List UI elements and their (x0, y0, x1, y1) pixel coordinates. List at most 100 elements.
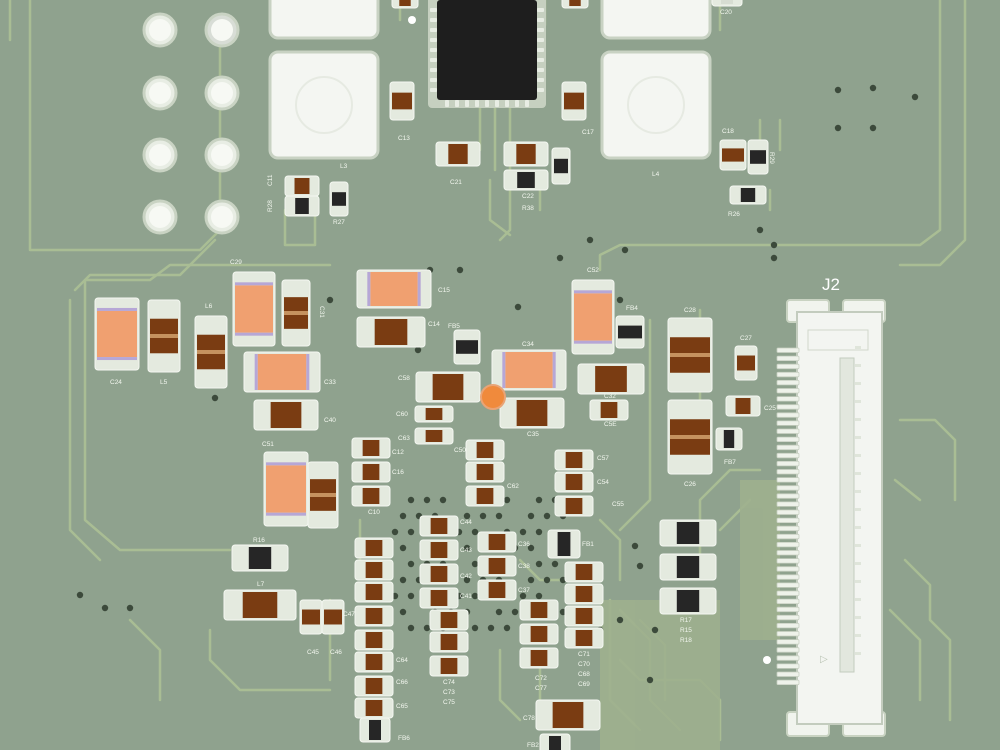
smd-component (415, 371, 481, 403)
smd-component (284, 195, 320, 217)
via (616, 296, 624, 304)
silkscreen-ref-l5: L5 (160, 379, 168, 386)
smd-component (419, 515, 459, 537)
via (551, 560, 559, 568)
silkscreen-ref-fb5: FB5 (448, 323, 460, 330)
silkscreen-ref-c65: C65 (396, 703, 408, 710)
via (527, 544, 535, 552)
silkscreen-ref-c73: C73 (443, 689, 455, 696)
smd-component (477, 579, 517, 601)
qfn-ic (408, 0, 546, 108)
via (479, 512, 487, 520)
smd-component (354, 629, 394, 651)
silkscreen-ref-r16: R16 (253, 537, 265, 544)
via (456, 266, 464, 274)
silkscreen-ref-c28: C28 (684, 307, 696, 314)
silkscreen-ref-l7: L7 (257, 581, 265, 588)
pin1-dot (408, 16, 416, 24)
silkscreen-ref-r17: R17 (680, 617, 692, 624)
silkscreen-ref-c51: C51 (262, 441, 274, 448)
silkscreen-ref-r29: R29 (768, 152, 775, 164)
silkscreen-ref-c24: C24 (110, 379, 122, 386)
via (391, 528, 399, 536)
inductor-l4 (600, 50, 712, 160)
silkscreen-ref-c5e: C5E (604, 421, 617, 428)
smd-component (659, 553, 717, 581)
via (834, 124, 842, 132)
smd-component (491, 349, 567, 391)
smd-component (429, 609, 469, 631)
smd-component (354, 651, 394, 673)
silkscreen-ref-c68: C68 (578, 671, 590, 678)
via (471, 528, 479, 536)
smd-component (354, 559, 394, 581)
smd-component (711, 0, 743, 7)
silkscreen-ref-c72: C72 (535, 675, 547, 682)
silkscreen-ref-r18: R18 (680, 637, 692, 644)
silkscreen-ref-fb2: FB2 (527, 742, 539, 749)
via (407, 624, 415, 632)
smd-component (419, 587, 459, 609)
smd-component (465, 461, 505, 483)
via (556, 254, 564, 262)
via (471, 592, 479, 600)
silkscreen-ref-l6: L6 (205, 303, 213, 310)
smd-component (354, 605, 394, 627)
silkscreen-ref-c54: C54 (597, 479, 609, 486)
smd-component (389, 81, 415, 121)
smd-component (356, 316, 426, 348)
smd-component (194, 315, 228, 389)
smd-component (564, 605, 604, 627)
via (911, 93, 919, 101)
silkscreen-ref-c26: C26 (684, 481, 696, 488)
smd-component (659, 519, 717, 547)
smd-component (551, 147, 571, 185)
silkscreen-ref-r38: R38 (522, 205, 534, 212)
smd-component (477, 555, 517, 577)
silkscreen-ref-c77: C77 (535, 685, 547, 692)
silkscreen-ref-c21: C21 (450, 179, 462, 186)
via (423, 496, 431, 504)
smd-component (351, 485, 391, 507)
silkscreen-ref-fb6: FB6 (398, 735, 410, 742)
via (76, 591, 84, 599)
via (621, 246, 629, 254)
silkscreen-ref-l4: L4 (652, 171, 660, 178)
smd-component (535, 699, 601, 731)
svg-text:▷: ▷ (820, 654, 828, 665)
smd-component (577, 363, 645, 395)
silkscreen-ref-c66: C66 (396, 679, 408, 686)
silkscreen-ref-c11: C11 (267, 174, 274, 186)
smd-component (307, 461, 339, 529)
via (869, 84, 877, 92)
via (399, 608, 407, 616)
silkscreen-ref-c13: C13 (398, 135, 410, 142)
smd-component (503, 169, 549, 191)
via (535, 496, 543, 504)
via (407, 496, 415, 504)
silkscreen-ref-c12: C12 (392, 449, 404, 456)
smd-component (419, 563, 459, 585)
smd-component (232, 271, 276, 347)
smd-component (561, 0, 589, 9)
via (414, 346, 422, 354)
smd-component (429, 631, 469, 653)
via (535, 592, 543, 600)
via (495, 512, 503, 520)
smd-component (561, 81, 587, 121)
smd-component (667, 317, 713, 393)
smd-component (354, 675, 394, 697)
smd-component (391, 0, 419, 9)
silkscreen-ref-c47: C47 (343, 611, 355, 618)
via (463, 512, 471, 520)
smd-component (299, 599, 323, 635)
inductor-body (600, 0, 712, 40)
silkscreen-ref-c32: C32 (604, 393, 616, 400)
smd-component (539, 733, 571, 750)
smd-component (147, 299, 181, 373)
smd-component (253, 399, 319, 431)
silkscreen-ref-c17: C17 (582, 129, 594, 136)
smd-component (414, 405, 454, 423)
power-inductors (268, 0, 712, 160)
smd-component (453, 329, 481, 365)
